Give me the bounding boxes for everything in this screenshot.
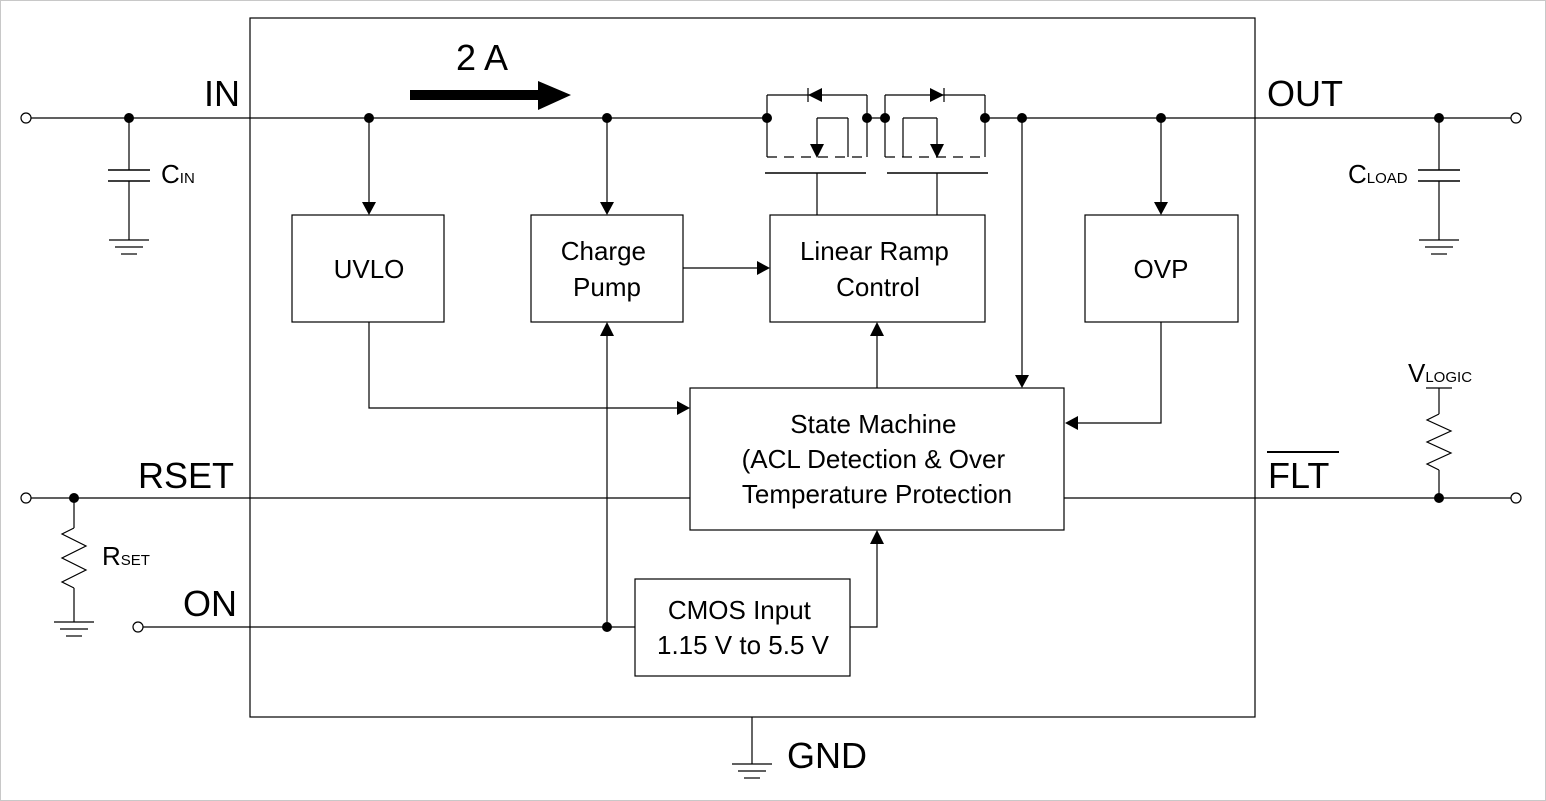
on-terminal (132, 621, 144, 633)
power-line (20, 112, 1522, 124)
ovp-block (1084, 214, 1239, 323)
in-terminal (20, 112, 32, 124)
state-machine-label: State Machine (ACL Detection & Over Temp… (742, 409, 1013, 509)
cload-capacitor (1418, 118, 1460, 255)
pin-gnd-label: GND (787, 735, 867, 776)
rset-terminal (20, 492, 32, 504)
uvlo-block (291, 214, 445, 323)
uvlo-label: UVLO (334, 254, 405, 284)
gnd-symbol (732, 717, 772, 779)
pin-in-label: IN (204, 73, 240, 114)
cload-label: CLOAD (1348, 159, 1408, 189)
pin-on-label: ON (183, 583, 237, 624)
linear-ramp-label: Linear Ramp Control (800, 236, 956, 302)
cmos-input-block (634, 578, 851, 677)
cin-label: CIN (161, 159, 195, 189)
ovp-label: OVP (1134, 254, 1189, 284)
rset-resistor-label: RSET (102, 541, 150, 571)
state-machine-block (689, 387, 1065, 531)
cin-node (124, 113, 134, 123)
charge-pump-label: Charge Pump (561, 236, 654, 302)
out-terminal (1510, 112, 1522, 124)
flt-terminal (1510, 492, 1522, 504)
pin-out-label: OUT (1267, 73, 1343, 114)
pin-rset-label: RSET (138, 455, 234, 496)
vlogic-pullup (1425, 387, 1453, 498)
charge-pump-block (530, 214, 684, 323)
cin-capacitor (108, 118, 150, 255)
rset-resistor (54, 498, 94, 637)
mosfet-1 (762, 88, 872, 215)
cmos-input-label: CMOS Input 1.15 V to 5.5 V (657, 595, 830, 660)
current-arrow (410, 81, 571, 110)
current-label: 2 A (456, 37, 508, 78)
cload-node (1434, 113, 1444, 123)
linear-ramp-block (769, 214, 986, 323)
vlogic-label: VLOGIC (1408, 358, 1472, 388)
pin-flt-label: FLT (1268, 455, 1329, 496)
mosfet-2 (880, 88, 990, 215)
